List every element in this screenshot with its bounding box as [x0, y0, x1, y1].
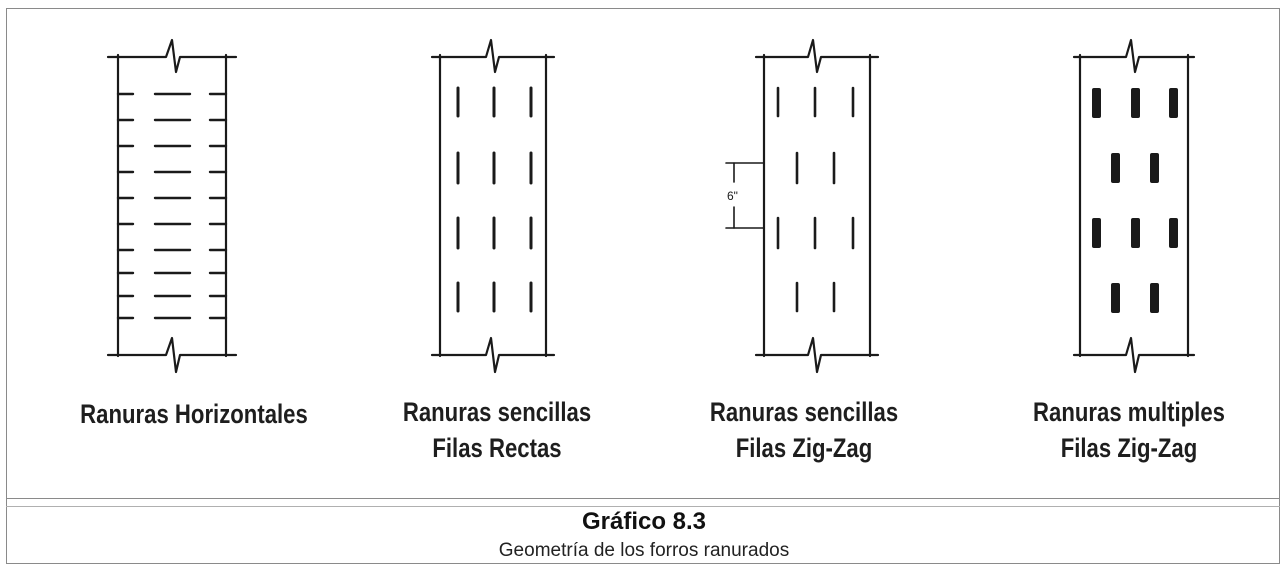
label-multiple-zigzag: Ranuras multiples Filas Zig-Zag — [1033, 397, 1225, 463]
dimension-marker — [725, 162, 765, 229]
label-single-straight: Ranuras sencillas Filas Rectas — [402, 397, 592, 463]
pipe-single-slots-zigzag — [725, 38, 880, 374]
pipe-horizontal-slots — [106, 38, 238, 374]
label-horizontal-slots: Ranuras Horizontales — [80, 399, 308, 429]
caption-divider-inner — [6, 506, 1280, 507]
pipe-multiple-slots-zigzag — [1072, 38, 1196, 374]
caption-title: Gráfico 8.3 — [581, 508, 707, 535]
pipe-single-slots-straight — [430, 38, 556, 374]
dimension-label: 6" — [727, 189, 738, 203]
figure-frame — [6, 8, 1280, 564]
caption-divider — [6, 498, 1280, 499]
slotted-liner-diagrams: 6" — [106, 38, 1196, 374]
label-single-zigzag: Ranuras sencillas Filas Zig-Zag — [709, 397, 899, 463]
caption-subtitle: Geometría de los forros ranurados — [498, 540, 790, 561]
